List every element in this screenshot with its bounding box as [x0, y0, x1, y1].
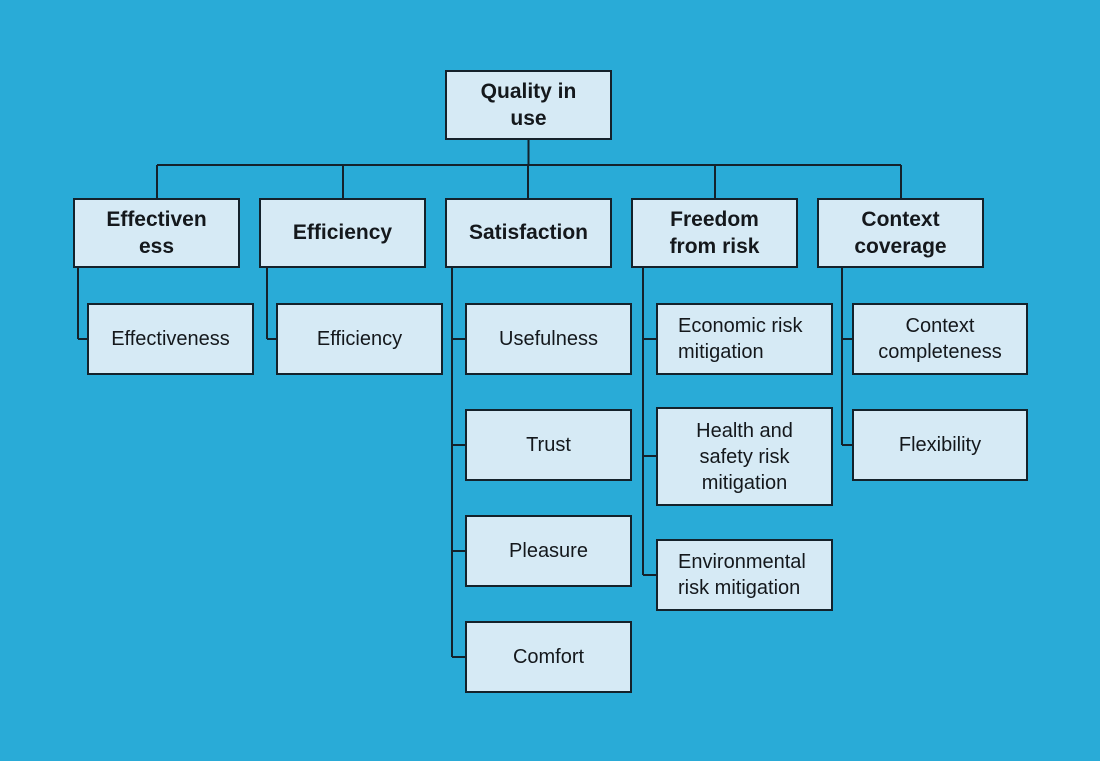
node-context-coverage[interactable]: Context coverage	[817, 198, 984, 268]
node-label: Freedom from risk	[669, 207, 760, 258]
node-health-safety-risk[interactable]: Health and safety risk mitigation	[656, 407, 833, 506]
node-satisfaction[interactable]: Satisfaction	[445, 198, 612, 268]
node-usefulness[interactable]: Usefulness	[465, 303, 632, 375]
node-effectiveness-leaf[interactable]: Effectiveness	[87, 303, 254, 375]
node-effectiveness[interactable]: Effectiven ess	[73, 198, 240, 268]
node-efficiency[interactable]: Efficiency	[259, 198, 426, 268]
node-flexibility[interactable]: Flexibility	[852, 409, 1028, 481]
node-freedom-from-risk[interactable]: Freedom from risk	[631, 198, 798, 268]
node-label: Trust	[526, 434, 571, 456]
node-label: Usefulness	[499, 328, 598, 350]
node-economic-risk[interactable]: Economic risk mitigation	[656, 303, 833, 375]
node-pleasure[interactable]: Pleasure	[465, 515, 632, 587]
node-efficiency-leaf[interactable]: Efficiency	[276, 303, 443, 375]
node-label: Context completeness	[878, 315, 1002, 363]
node-label: Efficiency	[316, 328, 403, 350]
node-context-completeness[interactable]: Context completeness	[852, 303, 1028, 375]
node-environmental-risk[interactable]: Environmental risk mitigation	[656, 539, 833, 611]
node-label: Environmental risk mitigation	[678, 551, 806, 599]
node-label: Economic risk mitigation	[678, 315, 803, 363]
node-label: Efficiency	[292, 221, 393, 245]
node-label: Health and safety risk mitigation	[696, 419, 793, 494]
node-comfort[interactable]: Comfort	[465, 621, 632, 693]
node-label: Effectiven ess	[106, 207, 207, 258]
node-label: Comfort	[512, 646, 585, 668]
node-label: Effectiveness	[111, 328, 230, 350]
node-label: Pleasure	[509, 540, 588, 562]
node-label: Flexibility	[898, 434, 982, 456]
node-label: Satisfaction	[468, 221, 589, 245]
node-trust[interactable]: Trust	[465, 409, 632, 481]
node-label: Quality in use	[480, 79, 577, 130]
node-quality-in-use[interactable]: Quality in use	[445, 70, 612, 140]
node-label: Context coverage	[854, 207, 947, 258]
